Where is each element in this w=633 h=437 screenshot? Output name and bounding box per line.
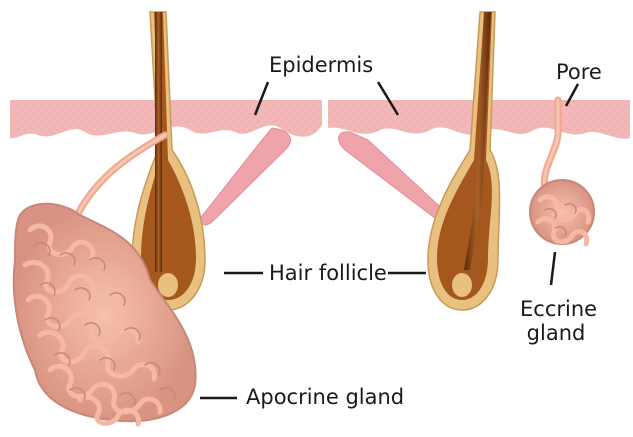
epidermis-label: Epidermis [269,53,373,77]
arrector-muscle-right [339,132,452,225]
eccrine-gland [530,180,594,244]
eccrine-gland-label-line1: Eccrine [520,297,592,321]
pore-label: Pore [556,60,602,84]
apocrine-gland-label: Apocrine gland [246,385,404,409]
hair-follicle-label: Hair follicle [269,261,387,285]
eccrine-gland-label-line2: gland [520,321,592,345]
hair-follicle-right [428,12,500,310]
eccrine-leader [551,252,555,285]
eccrine-gland-label: Eccrine gland [520,297,592,345]
arrector-muscle-left [201,128,291,225]
